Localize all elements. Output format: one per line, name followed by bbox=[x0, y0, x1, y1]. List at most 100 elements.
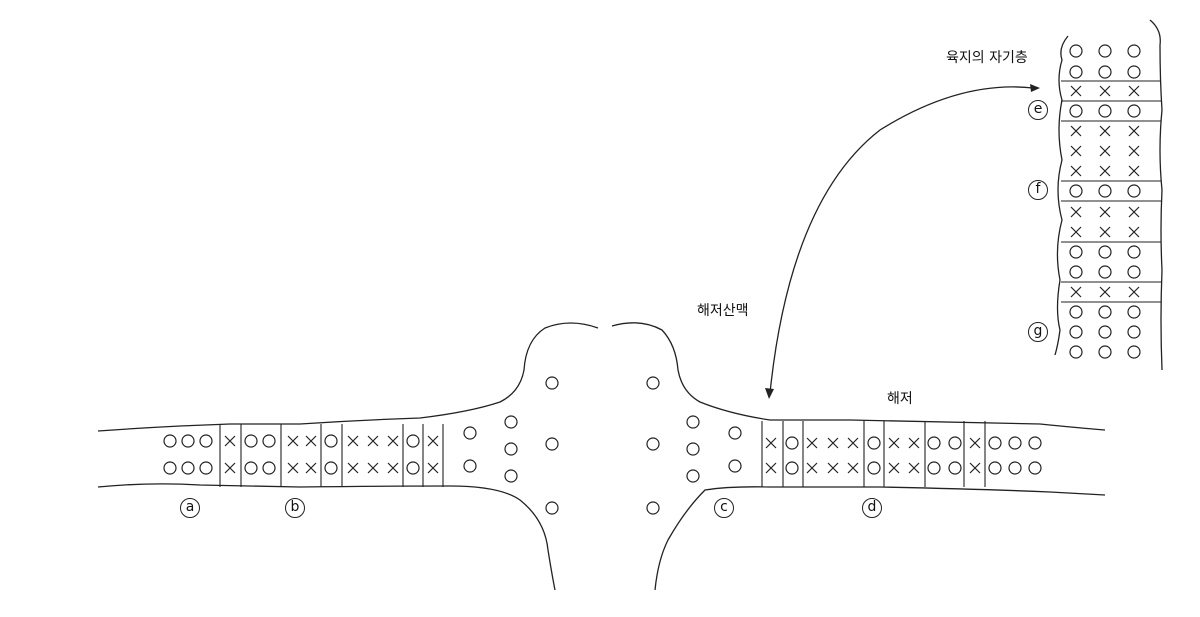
left-seafloor-top-edge bbox=[97, 322, 599, 432]
normal-polarity-symbol bbox=[504, 469, 518, 483]
arrowhead-top-icon bbox=[1030, 84, 1040, 92]
reversed-polarity-symbol bbox=[1099, 286, 1111, 298]
reversed-polarity-symbol bbox=[387, 462, 399, 474]
normal-polarity-symbol bbox=[504, 415, 518, 429]
reversed-polarity-symbol bbox=[847, 462, 859, 474]
reversed-polarity-symbol bbox=[888, 437, 900, 449]
reversed-polarity-symbol bbox=[1128, 226, 1140, 238]
normal-polarity-symbol bbox=[463, 459, 477, 473]
reversed-polarity-symbol bbox=[1128, 85, 1140, 97]
seafloor-label: 해저 bbox=[887, 391, 913, 407]
reversed-polarity-symbol bbox=[1070, 206, 1082, 218]
reversed-polarity-symbol bbox=[888, 462, 900, 474]
normal-polarity-symbol bbox=[785, 461, 799, 475]
normal-polarity-symbol bbox=[1098, 265, 1112, 279]
normal-polarity-symbol bbox=[686, 469, 700, 483]
normal-polarity-symbol bbox=[545, 376, 559, 390]
normal-polarity-symbol bbox=[181, 434, 195, 448]
reversed-polarity-symbol bbox=[908, 462, 920, 474]
reversed-polarity-symbol bbox=[305, 435, 317, 447]
right-seafloor-bottom-edge bbox=[654, 486, 1106, 591]
right-seafloor-top-edge bbox=[611, 322, 1106, 431]
normal-polarity-symbol bbox=[988, 461, 1002, 475]
marker-f: f bbox=[1028, 180, 1048, 200]
normal-polarity-symbol bbox=[1069, 44, 1083, 58]
marker-b: b bbox=[285, 498, 305, 518]
normal-polarity-symbol bbox=[1127, 245, 1141, 259]
normal-polarity-symbol bbox=[1098, 245, 1112, 259]
marker-d: d bbox=[862, 498, 882, 518]
normal-polarity-symbol bbox=[1127, 104, 1141, 118]
normal-polarity-symbol bbox=[1069, 104, 1083, 118]
reversed-polarity-symbol bbox=[1099, 125, 1111, 137]
reversed-polarity-symbol bbox=[224, 435, 236, 447]
normal-polarity-symbol bbox=[504, 442, 518, 456]
normal-polarity-symbol bbox=[867, 436, 881, 450]
reversed-polarity-symbol bbox=[287, 435, 299, 447]
reversed-polarity-symbol bbox=[969, 437, 981, 449]
normal-polarity-symbol bbox=[1069, 184, 1083, 198]
reversed-polarity-symbol bbox=[347, 462, 359, 474]
reversed-polarity-symbol bbox=[1099, 165, 1111, 177]
reversed-polarity-symbol bbox=[1099, 226, 1111, 238]
reversed-polarity-symbol bbox=[827, 462, 839, 474]
reversed-polarity-symbol bbox=[847, 437, 859, 449]
normal-polarity-symbol bbox=[324, 461, 338, 475]
normal-polarity-symbol bbox=[1069, 345, 1083, 359]
normal-polarity-symbol bbox=[463, 426, 477, 440]
reversed-polarity-symbol bbox=[765, 462, 777, 474]
reversed-polarity-symbol bbox=[1070, 165, 1082, 177]
left-seafloor-bottom-edge bbox=[97, 483, 556, 591]
reversed-polarity-symbol bbox=[969, 462, 981, 474]
normal-polarity-symbol bbox=[1127, 325, 1141, 339]
normal-polarity-symbol bbox=[1008, 436, 1022, 450]
reversed-polarity-symbol bbox=[367, 462, 379, 474]
normal-polarity-symbol bbox=[1127, 65, 1141, 79]
reversed-polarity-symbol bbox=[1128, 145, 1140, 157]
normal-polarity-symbol bbox=[948, 436, 962, 450]
normal-polarity-symbol bbox=[1098, 305, 1112, 319]
normal-polarity-symbol bbox=[646, 501, 660, 515]
normal-polarity-symbol bbox=[1127, 305, 1141, 319]
ridge-label: 해저산맥 bbox=[697, 303, 749, 319]
reversed-polarity-symbol bbox=[1128, 206, 1140, 218]
normal-polarity-symbol bbox=[1127, 44, 1141, 58]
normal-polarity-symbol bbox=[927, 461, 941, 475]
normal-polarity-symbol bbox=[262, 461, 276, 475]
normal-polarity-symbol bbox=[406, 461, 420, 475]
reversed-polarity-symbol bbox=[1099, 85, 1111, 97]
normal-polarity-symbol bbox=[646, 437, 660, 451]
normal-polarity-symbol bbox=[324, 434, 338, 448]
normal-polarity-symbol bbox=[686, 415, 700, 429]
normal-polarity-symbol bbox=[1098, 325, 1112, 339]
reversed-polarity-symbol bbox=[1070, 125, 1082, 137]
reversed-polarity-symbol bbox=[287, 462, 299, 474]
normal-polarity-symbol bbox=[867, 461, 881, 475]
normal-polarity-symbol bbox=[262, 434, 276, 448]
reversed-polarity-symbol bbox=[1070, 85, 1082, 97]
normal-polarity-symbol bbox=[1127, 184, 1141, 198]
reversed-polarity-symbol bbox=[224, 462, 236, 474]
land-column-left-edge bbox=[1054, 35, 1069, 356]
marker-e: e bbox=[1028, 100, 1048, 120]
marker-c: c bbox=[714, 498, 734, 518]
normal-polarity-symbol bbox=[545, 501, 559, 515]
normal-polarity-symbol bbox=[1098, 104, 1112, 118]
normal-polarity-symbol bbox=[1098, 44, 1112, 58]
normal-polarity-symbol bbox=[1069, 65, 1083, 79]
normal-polarity-symbol bbox=[244, 461, 258, 475]
reversed-polarity-symbol bbox=[1070, 286, 1082, 298]
normal-polarity-symbol bbox=[728, 459, 742, 473]
normal-polarity-symbol bbox=[1098, 184, 1112, 198]
normal-polarity-symbol bbox=[1069, 305, 1083, 319]
normal-polarity-symbol bbox=[545, 437, 559, 451]
normal-polarity-symbol bbox=[948, 461, 962, 475]
normal-polarity-symbol bbox=[199, 434, 213, 448]
normal-polarity-symbol bbox=[927, 436, 941, 450]
land-column-right-edge bbox=[1149, 19, 1163, 371]
marker-g: g bbox=[1028, 322, 1048, 342]
normal-polarity-symbol bbox=[1127, 345, 1141, 359]
normal-polarity-symbol bbox=[785, 436, 799, 450]
reversed-polarity-symbol bbox=[908, 437, 920, 449]
